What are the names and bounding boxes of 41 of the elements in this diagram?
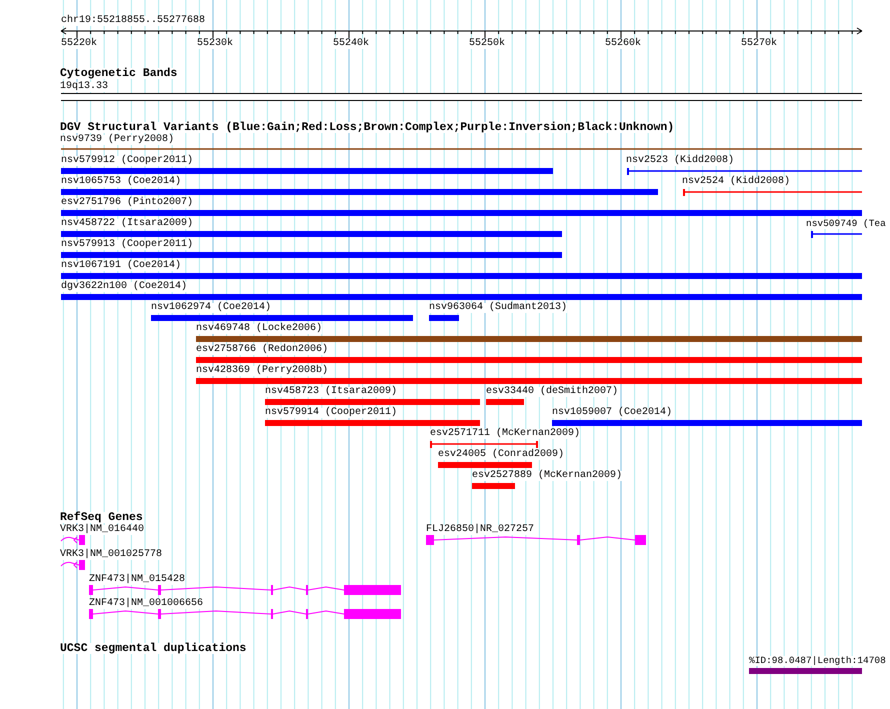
gene-label: ZNF473|NM_015428 (89, 575, 186, 585)
variant-label: nsv469748 (Locke2006) (196, 324, 322, 334)
variant-label: nsv963064 (Sudmant2013) (429, 303, 568, 313)
variant-label: nsv1065753 (Coe2014) (61, 177, 182, 187)
variant-label: nsv2523 (Kidd2008) (626, 156, 734, 166)
variant-label: nsv9739 (Perry2008) (60, 135, 174, 145)
variant-label: nsv458722 (Itsara2009) (61, 219, 194, 229)
track-title: UCSC segmental duplications (60, 643, 246, 654)
variant-label: nsv1062974 (Coe2014) (151, 303, 272, 313)
track-title: RefSeq Genes (60, 512, 143, 523)
variant-label: nsv579913 (Cooper2011) (61, 240, 194, 250)
gene-label: VRK3|NM_016440 (60, 525, 144, 535)
variant-label: nsv509749 (Tea (806, 219, 886, 229)
variant-label: nsv1059007 (Coe2014) (552, 408, 672, 418)
gene-label: FLJ26850|NR_027257 (426, 525, 534, 535)
variant-label: esv33440 (deSmith2007) (486, 387, 618, 397)
band-label: 19q13.33 (60, 82, 108, 92)
variant-label: nsv579912 (Cooper2011) (61, 156, 194, 166)
track-title: DGV Structural Variants (Blue:Gain;Red:Loss;Brown:Complex;Purple:Inversion;Black:Unknown) (60, 122, 674, 133)
track-title: Cytogenetic Bands (60, 68, 178, 79)
variant-label: nsv428369 (Perry2008b) (196, 366, 328, 376)
variant-label: esv24005 (Conrad2009) (438, 450, 564, 460)
duplication-label: %ID:98.0487|Length:14708 (749, 656, 886, 666)
tick-label: 55260k (605, 39, 642, 49)
tick-label: 55240k (333, 39, 370, 49)
variant-label: nsv579914 (Cooper2011) (265, 408, 398, 418)
variant-label: nsv2524 (Kidd2008) (682, 177, 790, 187)
gene-label: ZNF473|NM_001006656 (89, 599, 204, 609)
variant-label: esv2751796 (Pinto2007) (61, 198, 194, 208)
tick-label: 55220k (61, 39, 98, 49)
variant-label: nsv1067191 (Coe2014) (61, 261, 182, 271)
variant-label: esv2527889 (McKernan2009) (472, 471, 622, 481)
variant-label: nsv458723 (Itsara2009) (265, 387, 398, 397)
tick-label: 55230k (197, 39, 234, 49)
variant-label: esv2758766 (Redon2006) (196, 345, 328, 355)
variant-label: esv2571711 (McKernan2009) (430, 429, 580, 439)
tick-label: 55270k (741, 39, 778, 49)
gene-label: VRK3|NM_001025778 (60, 550, 162, 560)
tick-label: 55250k (469, 39, 506, 49)
position-label: chr19:55218855..55277688 (61, 16, 206, 26)
variant-label: dgv3622n100 (Coe2014) (61, 282, 188, 292)
